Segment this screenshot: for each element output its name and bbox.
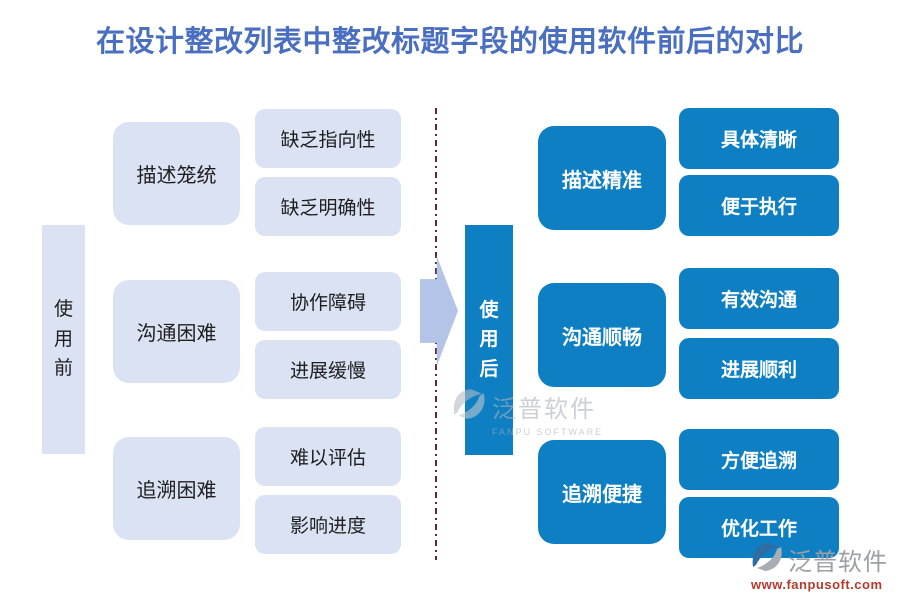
- after-label-bar: 使用后: [465, 225, 513, 455]
- before-group-1: 沟通困难: [113, 280, 240, 383]
- before-item-0-0: 缺乏指向性: [255, 109, 401, 168]
- before-group-2: 追溯困难: [113, 437, 240, 540]
- after-group-2: 追溯便捷: [538, 440, 666, 544]
- before-item-1-1: 进展缓慢: [255, 340, 401, 399]
- after-item-1-0: 有效沟通: [679, 268, 839, 329]
- after-group-0: 描述精准: [538, 126, 666, 230]
- before-item-1-0: 协作障碍: [255, 272, 401, 331]
- page-title: 在设计整改列表中整改标题字段的使用软件前后的对比: [95, 26, 804, 58]
- after-item-2-0: 方便追溯: [679, 429, 839, 490]
- before-item-2-1: 影响进度: [255, 495, 401, 554]
- after-label: 使用后: [479, 299, 499, 380]
- transition-arrow: [420, 256, 458, 366]
- logo-name: 泛普软件: [788, 549, 888, 576]
- after-item-0-0: 具体清晰: [679, 108, 839, 169]
- before-item-0-1: 缺乏明确性: [255, 177, 401, 236]
- logo-url: www.fanpusoft.com: [751, 577, 883, 592]
- after-item-1-1: 进展顺利: [679, 338, 839, 399]
- after-item-0-1: 便于执行: [679, 175, 839, 236]
- before-label-bar: 使用前: [42, 225, 85, 454]
- before-group-0: 描述笼统: [113, 122, 240, 225]
- before-item-2-0: 难以评估: [255, 427, 401, 486]
- fanpu-logo-icon: [749, 541, 785, 578]
- after-group-1: 沟通顺畅: [538, 283, 666, 387]
- before-label: 使用前: [53, 299, 73, 380]
- fanpu-logo: 泛普软件 www.fanpusoft.com: [749, 541, 888, 592]
